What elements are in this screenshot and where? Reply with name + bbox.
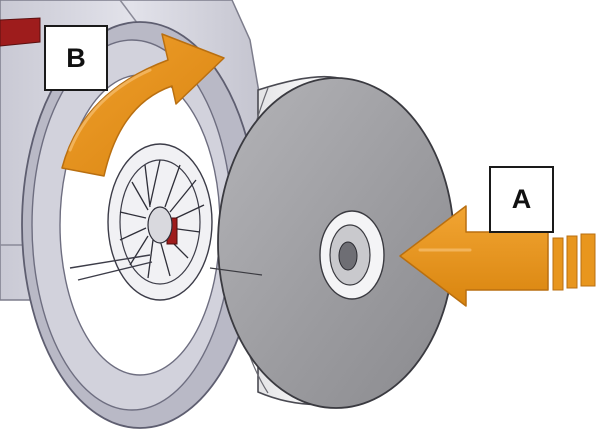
motor-disc [209, 75, 455, 409]
callout-label-a: A [489, 166, 554, 233]
impeller [69, 143, 213, 301]
callout-label-b: B [44, 25, 108, 91]
rotation-arrow-b [61, 33, 225, 177]
push-arrow-a [399, 205, 596, 307]
